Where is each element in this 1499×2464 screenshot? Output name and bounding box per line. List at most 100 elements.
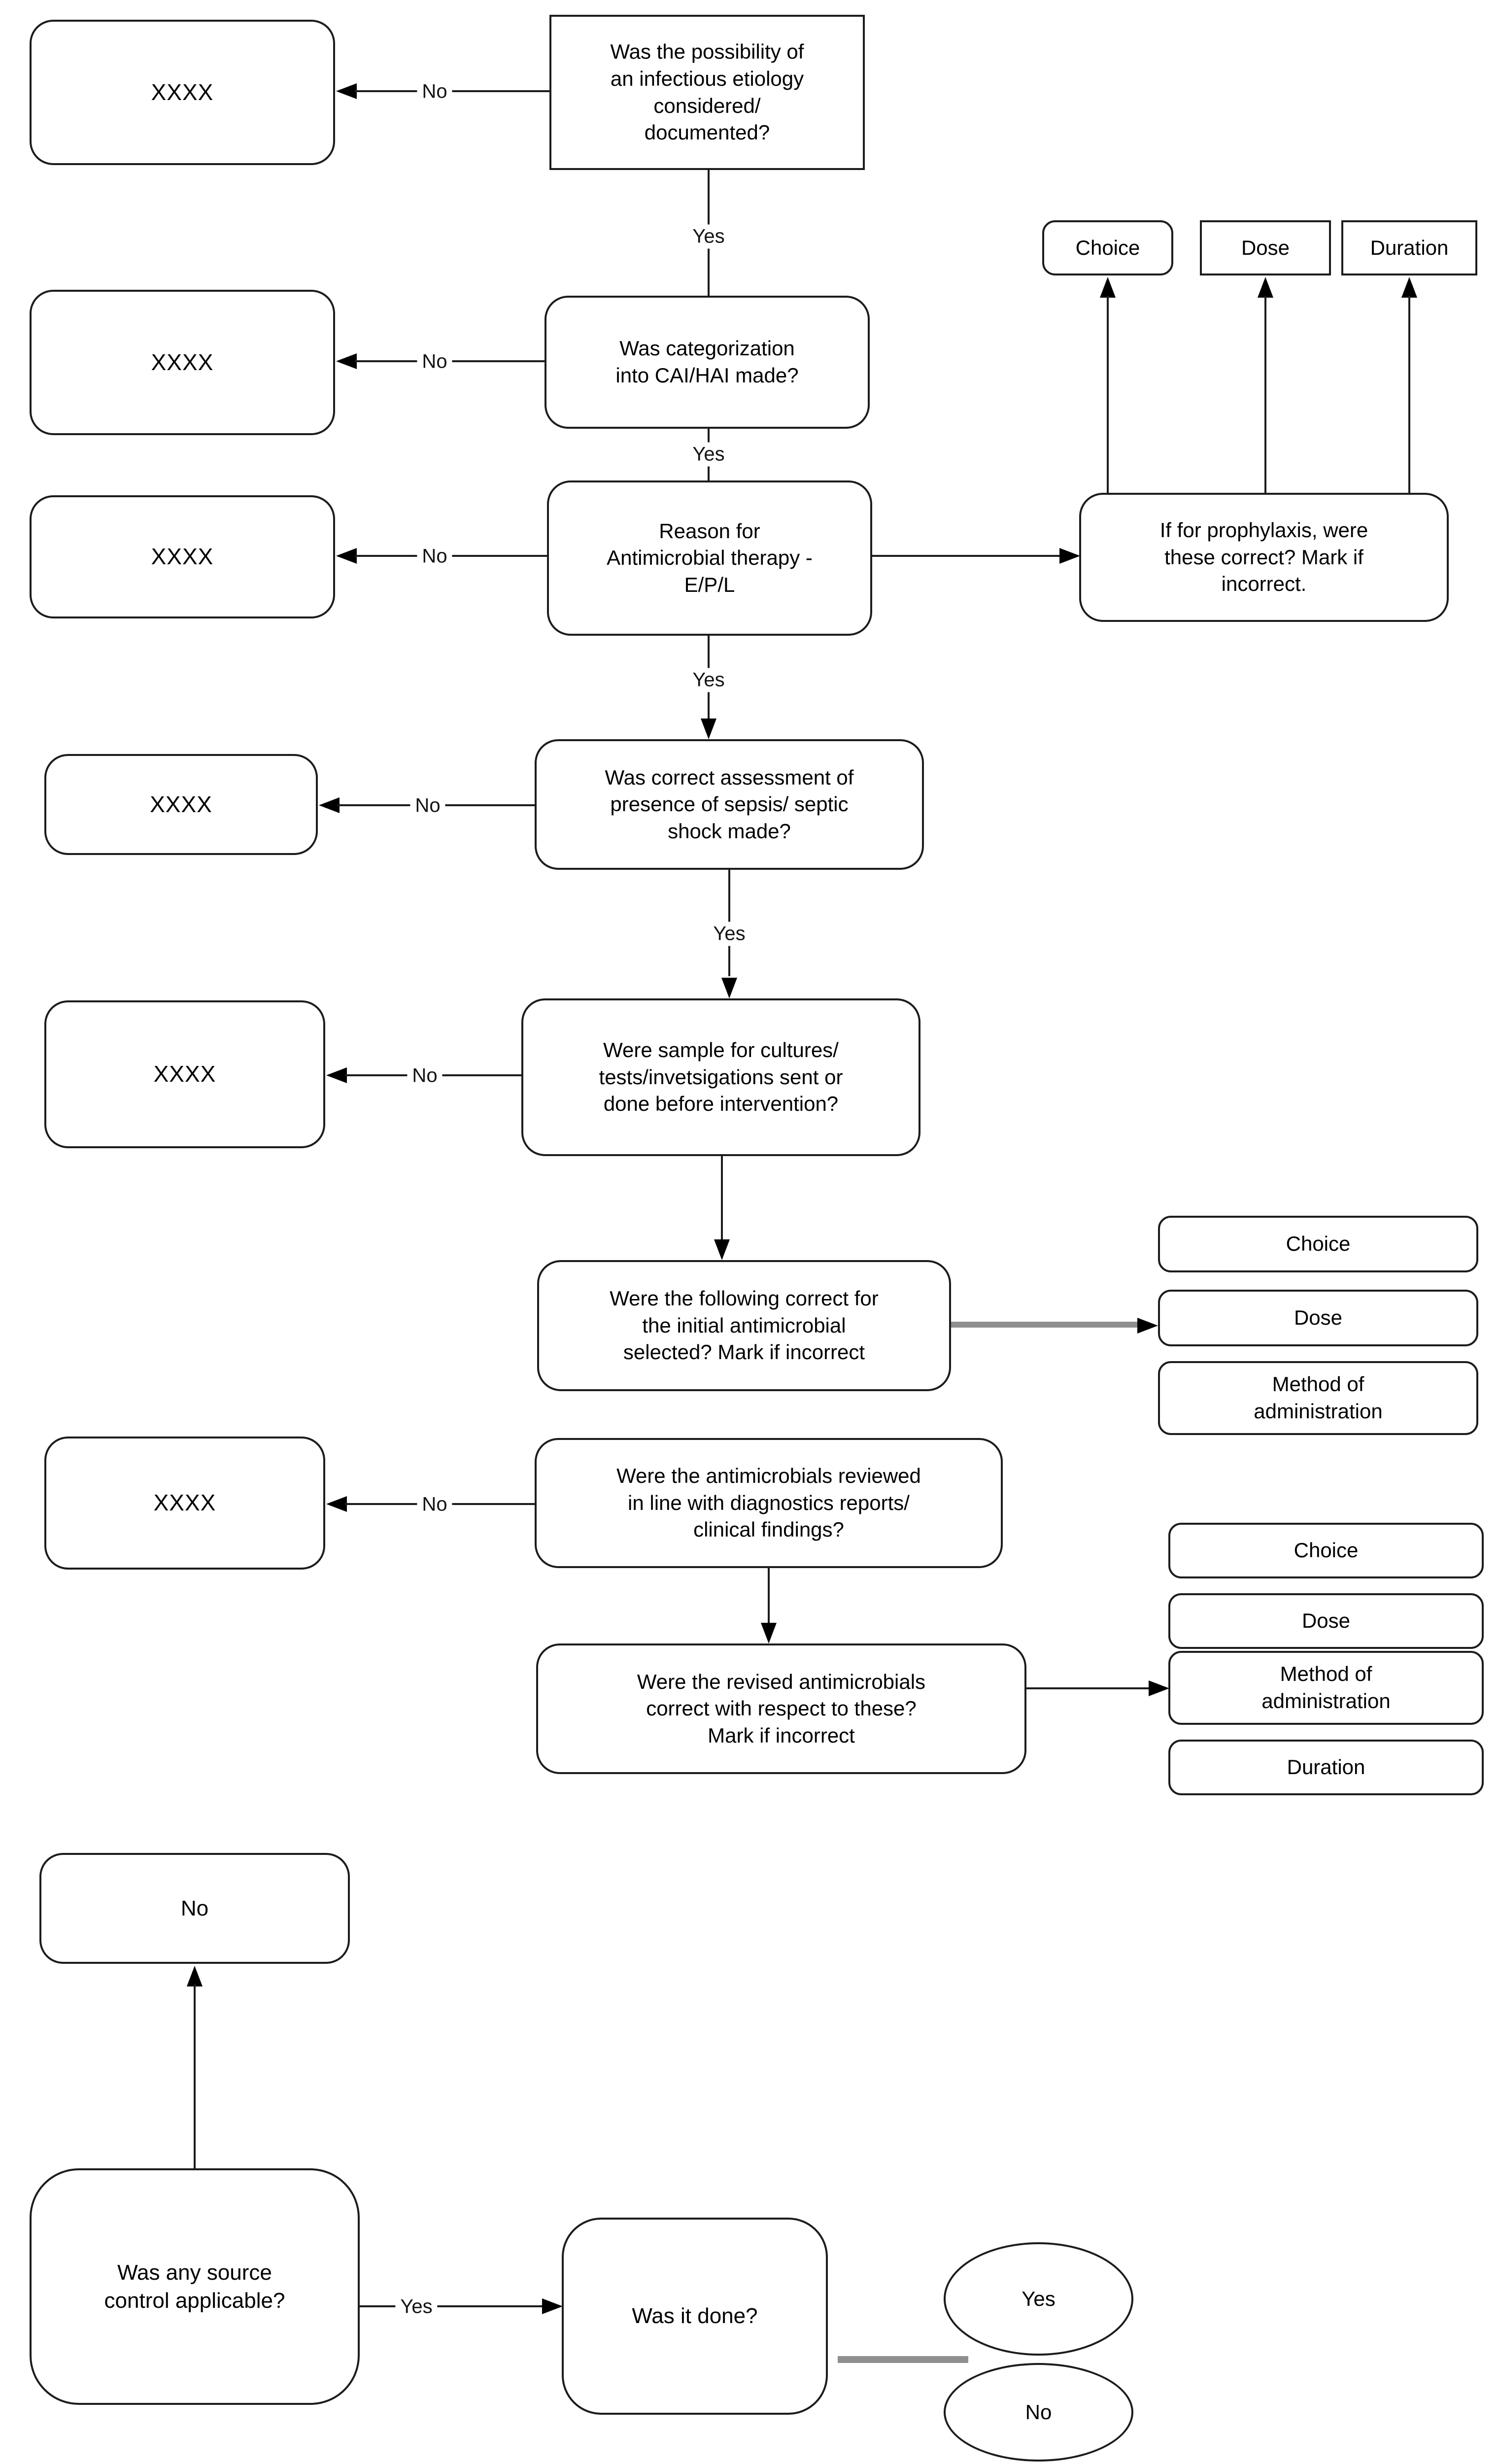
- arrowhead-no-7-icon: [326, 1496, 347, 1512]
- arrowhead-no-terminal-icon: [187, 1966, 203, 1986]
- node-q6-initial-antimicrobial: Were the following correct for the initi…: [537, 1260, 951, 1391]
- arrowhead-choice-1-icon: [1100, 277, 1116, 298]
- node-dose-3-label: Dose: [1301, 1609, 1351, 1633]
- node-q7-label: Were the antimicrobials reviewed in line…: [616, 1464, 921, 1541]
- node-q7-antimicrobials-reviewed: Were the antimicrobials reviewed in line…: [535, 1438, 1003, 1568]
- arrowhead-q5-icon: [721, 978, 737, 998]
- node-duration-1: Duration: [1341, 220, 1477, 275]
- node-dose-2-label: Dose: [1294, 1306, 1343, 1330]
- edge-label-no-5: No: [407, 1063, 443, 1088]
- node-method-of-administration-2: Method of administration: [1168, 1651, 1484, 1725]
- node-xxxx-1: XXXX: [30, 20, 335, 165]
- node-outcome-yes-label: Yes: [1022, 2287, 1056, 2310]
- arrowhead-q8-icon: [761, 1623, 777, 1643]
- node-source-control-label: Was any source control applicable?: [104, 2260, 285, 2313]
- arrowhead-dose-2-icon: [1137, 1318, 1158, 1334]
- node-outcome-yes: Yes: [944, 2242, 1133, 2356]
- connector-q5-q6: [721, 1156, 723, 1240]
- edge-label-yes-bottom: Yes: [395, 2294, 438, 2319]
- arrowhead-no-2-icon: [336, 353, 357, 369]
- arrowhead-duration-1-icon: [1401, 277, 1417, 298]
- node-xxxx-2: XXXX: [30, 290, 335, 435]
- node-choice-2-label: Choice: [1286, 1232, 1351, 1256]
- edge-label-no-1: No: [417, 79, 452, 104]
- node-q2-label: Was categorization into CAI/HAI made?: [615, 337, 799, 387]
- node-q8-revised-antimicrobials: Were the revised antimicrobials correct …: [536, 1643, 1026, 1774]
- arrowhead-no-4-icon: [319, 797, 340, 813]
- edge-label-no-7: No: [417, 1492, 452, 1517]
- edge-label-no-2: No: [417, 349, 452, 374]
- node-q1-label: Was the possibility of an infectious eti…: [610, 40, 804, 144]
- arrowhead-q4-icon: [701, 719, 716, 739]
- node-no-terminal-label: No: [180, 1896, 209, 1920]
- node-dose-3: Dose: [1168, 1593, 1484, 1649]
- node-outcome-no-label: No: [1025, 2400, 1052, 2424]
- node-q3-label: Reason for Antimicrobial therapy - E/P/L: [607, 519, 813, 596]
- edge-label-no-3: No: [417, 544, 452, 569]
- node-no-terminal: No: [39, 1853, 350, 1964]
- node-xxxx-4: XXXX: [44, 754, 318, 855]
- node-method-1-label: Method of administration: [1254, 1372, 1383, 1423]
- node-q4-label: Was correct assessment of presence of se…: [605, 765, 854, 843]
- edge-label-yes-3: Yes: [687, 668, 730, 692]
- node-method-of-administration-1: Method of administration: [1158, 1361, 1478, 1435]
- connector-q7-q8: [768, 1568, 770, 1623]
- node-was-it-done-label: Was it done?: [632, 2304, 758, 2328]
- node-choice-3-label: Choice: [1294, 1539, 1359, 1562]
- node-q6-label: Were the following correct for the initi…: [610, 1287, 879, 1364]
- connector-prophylaxis-choice: [1107, 296, 1109, 493]
- node-xxxx-5-label: XXXX: [153, 1061, 216, 1087]
- node-xxxx-4-label: XXXX: [150, 791, 212, 817]
- node-q2-cai-hai: Was categorization into CAI/HAI made?: [545, 296, 870, 429]
- connector-prophylaxis-dose: [1264, 296, 1266, 493]
- connector-source-no: [194, 1985, 196, 2168]
- node-was-it-done: Was it done?: [562, 2218, 828, 2415]
- arrowhead-no1-icon: [336, 83, 357, 99]
- connector-q6-dose: [951, 1322, 1139, 1328]
- arrowhead-method-2-icon: [1149, 1680, 1169, 1696]
- connector-done-outcomes: [838, 2356, 968, 2363]
- edge-label-yes-4: Yes: [708, 922, 750, 946]
- node-prophylaxis-label: If for prophylaxis, were these correct? …: [1159, 518, 1368, 596]
- node-dose-1-label: Dose: [1241, 236, 1290, 259]
- node-dose-1: Dose: [1200, 220, 1331, 275]
- node-duration-2-label: Duration: [1287, 1755, 1365, 1779]
- arrowhead-was-it-done-icon: [542, 2298, 563, 2314]
- connector-q8-method: [1026, 1687, 1150, 1689]
- node-q5-cultures-sent: Were sample for cultures/ tests/invetsig…: [521, 998, 920, 1156]
- node-xxxx-7-label: XXXX: [153, 1490, 216, 1516]
- node-source-control: Was any source control applicable?: [30, 2168, 360, 2405]
- node-dose-2: Dose: [1158, 1290, 1478, 1346]
- node-xxxx-1-label: XXXX: [151, 79, 214, 105]
- node-xxxx-2-label: XXXX: [151, 349, 214, 375]
- edge-label-yes-2: Yes: [687, 442, 730, 467]
- node-choice-3: Choice: [1168, 1523, 1484, 1578]
- node-q4-sepsis-assessment: Was correct assessment of presence of se…: [535, 739, 924, 870]
- node-q5-label: Were sample for cultures/ tests/invetsig…: [599, 1038, 843, 1116]
- node-xxxx-3: XXXX: [30, 495, 335, 618]
- node-choice-2: Choice: [1158, 1216, 1478, 1272]
- connector-prophylaxis-duration: [1408, 296, 1410, 493]
- node-xxxx-3-label: XXXX: [151, 544, 214, 570]
- arrowhead-prophylaxis-icon: [1059, 548, 1080, 564]
- arrowhead-q6-icon: [714, 1239, 730, 1260]
- node-duration-1-label: Duration: [1370, 236, 1449, 259]
- node-choice-1: Choice: [1042, 220, 1173, 275]
- arrowhead-no-5-icon: [326, 1067, 347, 1083]
- node-q8-label: Were the revised antimicrobials correct …: [637, 1670, 926, 1747]
- edge-label-no-4: No: [410, 793, 445, 818]
- node-q1-infectious-etiology: Was the possibility of an infectious eti…: [549, 15, 865, 170]
- node-prophylaxis-check: If for prophylaxis, were these correct? …: [1079, 493, 1449, 622]
- node-method-2-label: Method of administration: [1261, 1662, 1391, 1712]
- arrowhead-dose-1-icon: [1258, 277, 1273, 298]
- edge-label-yes-1: Yes: [687, 224, 730, 249]
- node-q3-reason-for-therapy: Reason for Antimicrobial therapy - E/P/L: [547, 480, 872, 636]
- connector-q3-prophylaxis: [872, 555, 1060, 557]
- connector-yes-bottom: [360, 2305, 543, 2307]
- node-xxxx-5: XXXX: [44, 1000, 325, 1148]
- node-duration-2: Duration: [1168, 1740, 1484, 1795]
- node-outcome-no: No: [944, 2363, 1133, 2462]
- arrowhead-no-3-icon: [336, 548, 357, 564]
- node-xxxx-7: XXXX: [44, 1437, 325, 1570]
